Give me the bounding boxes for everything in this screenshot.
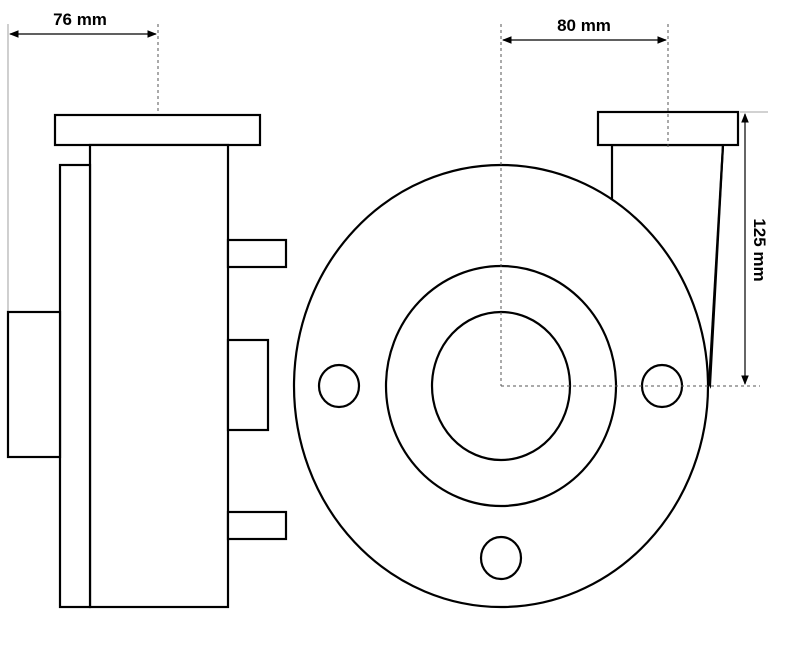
side-lower-lug — [226, 510, 288, 541]
front-offset-label: 80 mm — [557, 16, 611, 35]
side-left-boss — [6, 310, 62, 459]
side-middle-boss — [226, 338, 270, 432]
side-left-plate — [58, 163, 92, 609]
front-outlet-edge — [707, 144, 725, 386]
front-view: 80 mm 125 mm — [292, 16, 769, 609]
front-bolt-hole-bottom — [479, 535, 523, 581]
side-top-flange — [53, 113, 262, 147]
side-body — [88, 143, 230, 609]
front-bolt-hole-left — [317, 363, 361, 409]
side-upper-lug — [226, 238, 288, 269]
front-height-label: 125 mm — [750, 218, 769, 281]
side-width-label: 76 mm — [53, 10, 107, 29]
side-view: 76 mm — [6, 10, 288, 609]
